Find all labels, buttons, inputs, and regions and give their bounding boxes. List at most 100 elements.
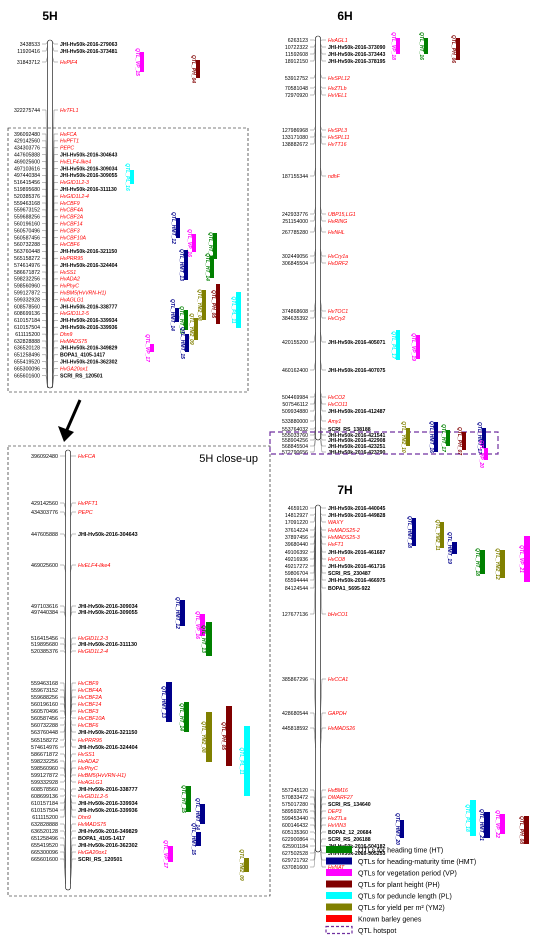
chr7-position-label: 570833472 [282,795,308,801]
chr5-qtl-ph-05-bar [216,284,220,324]
chr6-position-label: 509934880 [282,409,308,415]
chr5-position-label: 497440384 [14,173,40,179]
closeup-position-label: 598560960 [31,766,58,772]
chr7-tick-left [310,838,316,845]
closeup-tick-right [70,650,76,654]
chr5-tick-right [52,347,58,373]
closeup-tick-right [70,717,76,726]
closeup-position-label: 469025600 [31,563,58,569]
chr5-position-label: 586671872 [14,270,40,276]
chr5-tick-left [42,368,48,388]
chr6-tick-right [320,87,326,96]
chr7-qtl-hmt-18-bar [412,518,416,546]
chr7-marker-label: SCRI_RS_230487 [328,571,371,577]
closeup-position-label: 611115200 [32,815,58,821]
closeup-tick-left [60,830,66,838]
closeup-qtl-hmt-15-bar [196,832,201,846]
chr5-qtl-pl-16-label: QTL_PL_16 [124,163,130,191]
closeup-tick-right [70,760,76,778]
chr5-gene-label: HvELF4-like4 [60,159,91,165]
chr5-marker-label: JHI-Hv50k-2016-362302 [60,360,118,366]
closeup-tick-right [70,689,76,716]
chr7-qtl-hmt-21-label: QTL_HMT_21 [478,809,484,841]
chr7-tick-left [310,550,316,589]
chr5-gene-label: HvCBF14 [60,222,83,228]
chr6-qtl-hmt-16-bar [434,422,438,452]
closeup-position-label: 574614976 [31,745,58,751]
chr6-gene-label: HvAGL1 [328,38,348,44]
chr6-gene-label: HvSPL11 [328,135,350,141]
chr7-position-label: 49216936 [285,557,308,563]
chr6-position-label: 374868608 [282,309,308,315]
chr6-tick-left [310,332,316,343]
closeup-tick-right [70,717,76,719]
chr5-tick-left [42,41,48,45]
chr7-gene-label: DWARF27 [328,795,354,801]
chr6-tick-left [310,49,316,62]
closeup-tick-right [70,502,76,509]
closeup-tick-right [70,844,76,868]
chr7-position-label: 59806704 [285,571,308,577]
closeup-gene-label: HvPRR95 [78,738,103,744]
chr5-qtl-pl-16-bar [130,170,134,184]
chr6-tick-right [320,360,326,371]
chr6-marker-label: JHI-Hv50k-2016-423290 [328,450,386,456]
closeup-tick-left [60,788,66,794]
closeup-qtl-ht-13-bar [206,622,212,656]
chr7-qtl-ym2-11-bar [440,522,444,548]
closeup-gene-label: HvCBF4A [78,688,102,694]
closeup-position-label: 559688256 [31,695,58,701]
chr6-tick-right [320,126,326,131]
closeup-tick-left [60,722,66,733]
chr7-tick-right [320,789,326,809]
closeup-tick-left [60,778,66,783]
closeup-tick-right [70,778,76,783]
chr6-position-label: 6263123 [288,38,308,44]
chr5-position-label: 598232256 [14,277,40,283]
closeup-qtl-pl-11-label: QTL_PL_11 [238,747,244,774]
chr5-marker-label: JHI-Hv50k-2016-373481 [60,49,118,55]
closeup-marker-label: JHI-Hv50k-2016-311130 [78,642,137,648]
chr5-tick-right [52,56,58,63]
closeup-marker-label: JHI-Hv50k-2016-338777 [78,787,138,793]
chr6-tick-right [320,73,326,79]
chr6-marker-label: JHI-Hv50k-2016-405071 [328,340,386,346]
closeup-qtl-hmt-12-label: QTL_HMT_12 [174,597,180,629]
chr7-position-label: 599453440 [282,816,308,822]
legend-swatch [326,915,352,922]
closeup-tick-left [60,760,66,778]
closeup-tick-left [60,858,66,885]
closeup-qtl-ym2-08-label: QTL_YM2_08 [200,721,206,753]
chr6-tick-right [320,167,326,177]
closeup-tick-right [70,739,76,748]
chr6-tick-right [320,207,326,215]
chr6-position-label: 555033760 [282,433,308,439]
closeup-tick-right [70,710,76,718]
closeup-qtl-ym2-09-label: QTL_YM2_09 [238,849,244,881]
closeup-position-label: 599127872 [31,773,58,779]
closeup-tick-right [70,795,76,811]
chr7-position-label: 49106392 [285,550,308,556]
chr5-marker-label: JHI-Hv50k-2016-339936 [60,325,118,331]
closeup-marker-label: JHI-Hv50k-2016-349829 [78,829,138,835]
chr5-qtl-ym2-08-bar [202,290,206,320]
closeup-position-label: 516415456 [31,636,58,642]
chr5-gene-label: HvCBF4A [60,208,84,214]
chr5-qtl-ht-15-bar [184,310,188,330]
closeup-qtl-vp-16-bar [200,614,205,636]
chr6-position-label: 533880000 [282,419,308,425]
chr5-position-label: 469025600 [14,159,40,165]
legend-label: QTLs for peduncle length (PL) [358,894,452,901]
chr7-gene-label: WAXY [328,520,344,526]
chr6-tick-left [310,252,316,264]
closeup-marker-label: JHI-Hv50k-2016-309034 [78,604,138,610]
chr7-tick-left [310,796,316,816]
chr7-tick-left [310,514,316,523]
chr6-position-label: 138882672 [282,142,308,148]
closeup-position-label: 651258496 [31,836,58,842]
chr6-tick-left [310,167,316,177]
chr7-qtl-hmt-20-bar [400,820,404,838]
chr5-qtl-vp-16-bar [192,234,196,252]
closeup-position-label: 665601600 [31,857,58,863]
chr6-position-label: 460162400 [282,368,308,374]
